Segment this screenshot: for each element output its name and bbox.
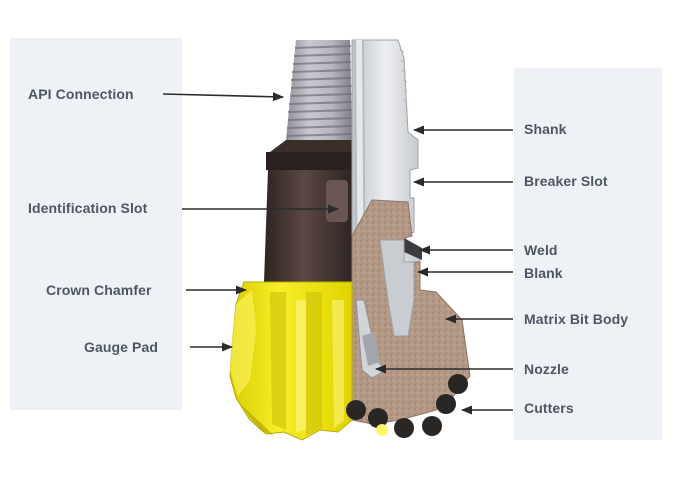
api-connection-label: API Connection [28, 86, 134, 102]
identification-slot-label: Identification Slot [28, 200, 148, 216]
blank-label: Blank [524, 265, 563, 281]
nozzle-label: Nozzle [524, 361, 569, 377]
pdc-cutters [346, 374, 468, 438]
weld-label: Weld [524, 242, 558, 258]
weld-bead [404, 238, 422, 260]
gauge-pads [229, 281, 353, 441]
api-connection-threads [286, 40, 353, 140]
shank-label: Shank [524, 121, 567, 137]
dark-shank-body [264, 140, 354, 282]
cutters-label: Cutters [524, 400, 574, 416]
left-leader-arrows [162, 92, 340, 352]
right-leader-arrows [374, 125, 513, 415]
breaker-slot-label: Breaker Slot [524, 173, 608, 189]
gauge-pad-label: Gauge Pad [84, 339, 159, 355]
matrix-bit-body-label: Matrix Bit Body [524, 311, 629, 327]
blank-steel-core [379, 239, 415, 337]
crown-chamfer-label: Crown Chamfer [46, 282, 152, 298]
left-label-panel [10, 38, 182, 410]
right-label-panel [514, 68, 662, 440]
identification-slot-recess [326, 180, 348, 222]
